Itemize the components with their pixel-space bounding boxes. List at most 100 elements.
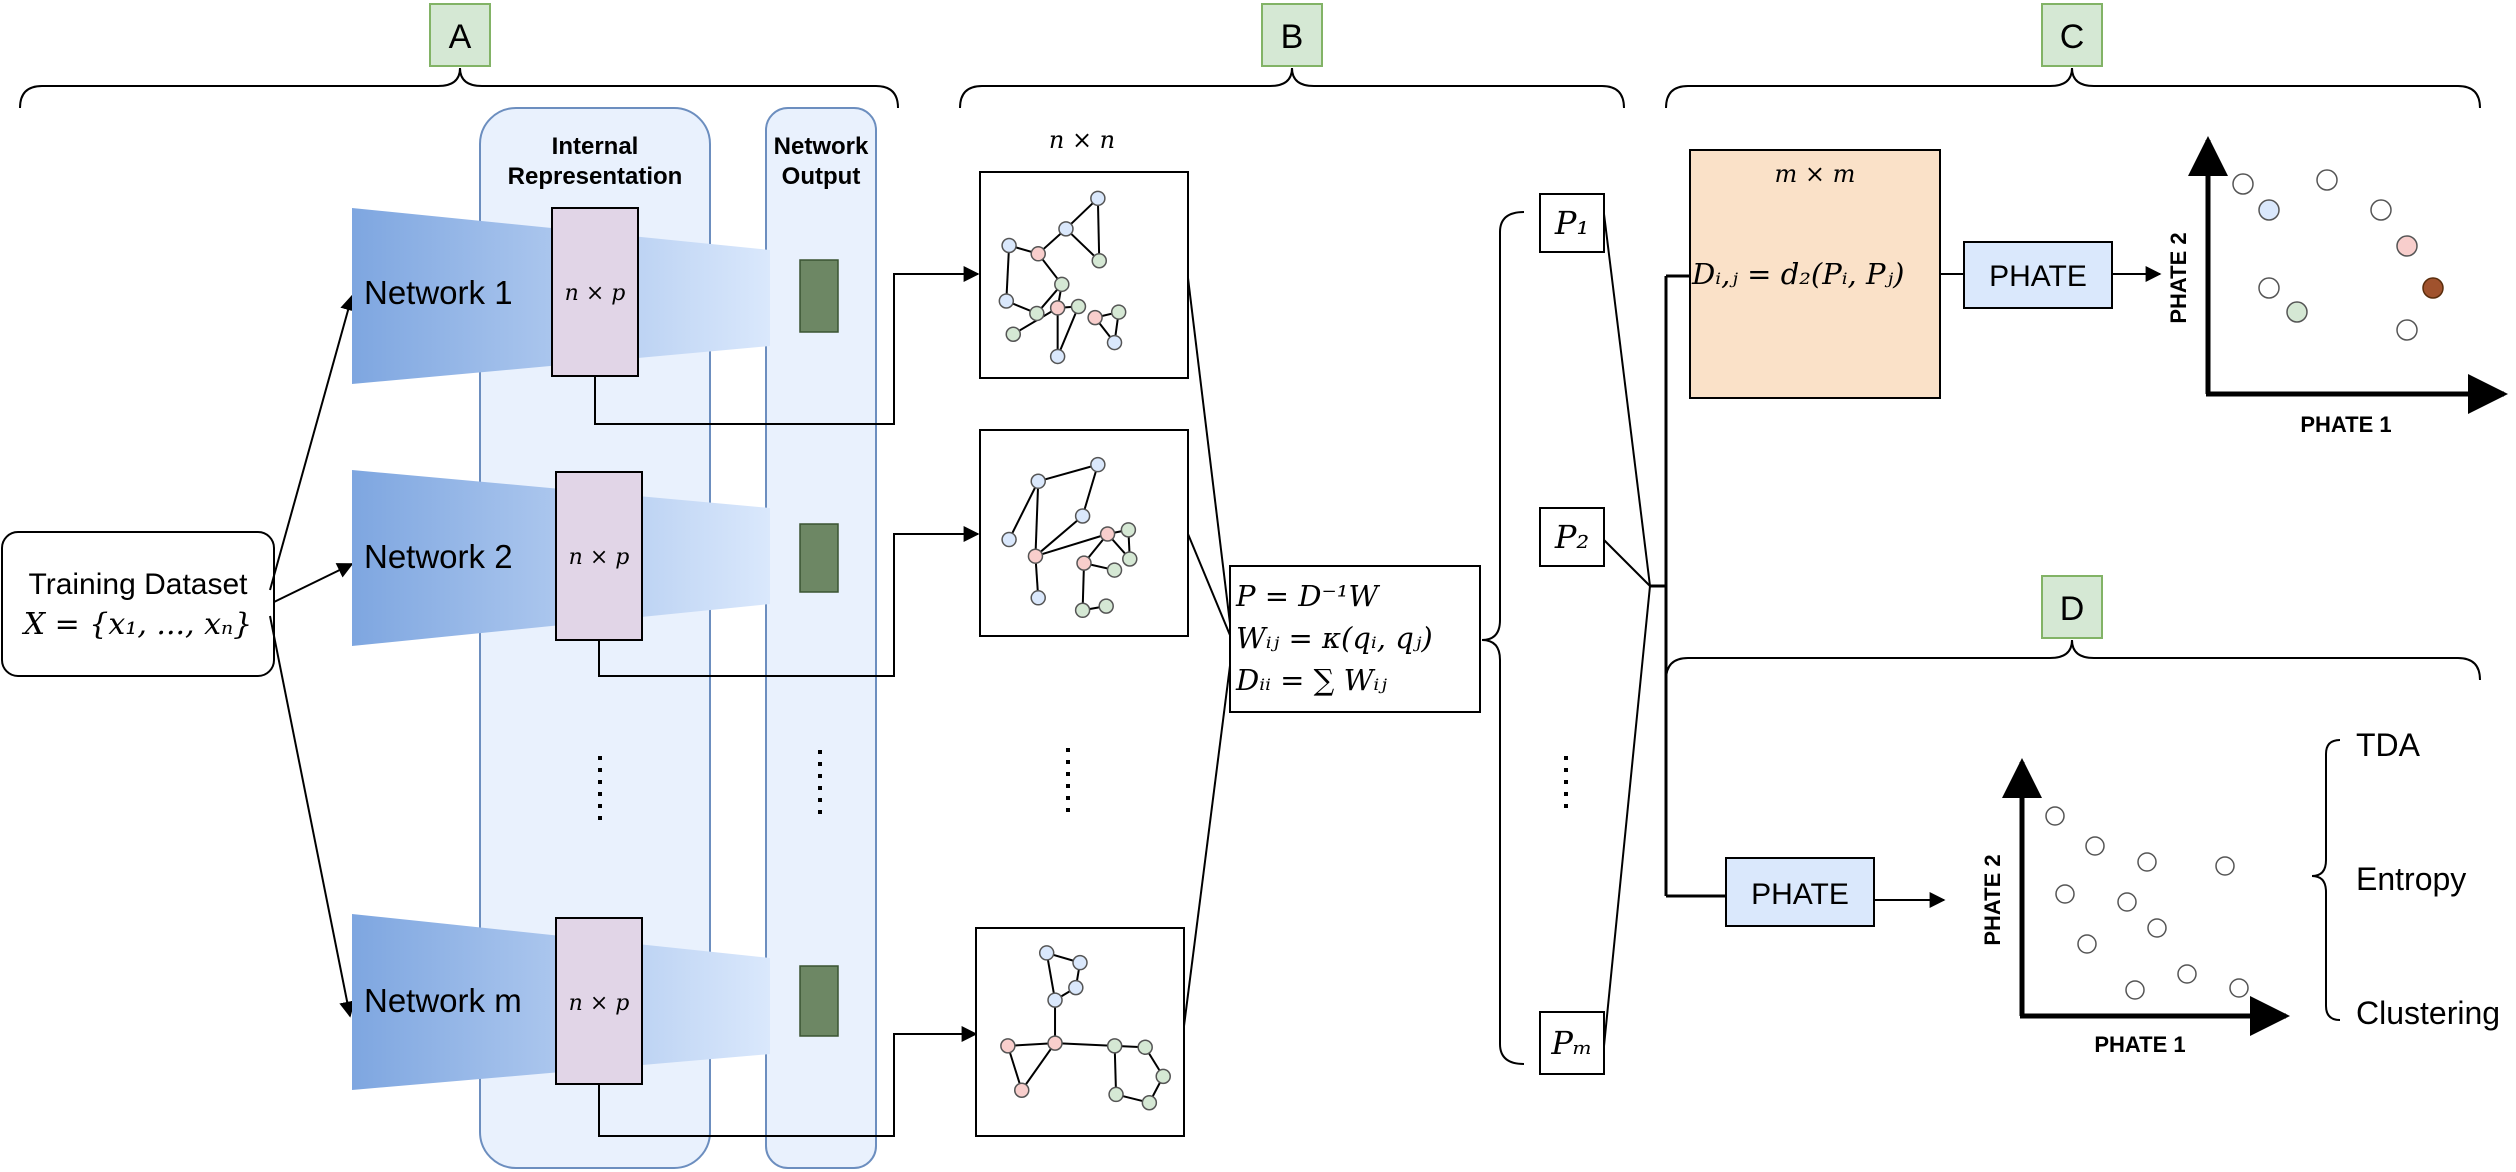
graph-2-node: [1098, 598, 1114, 614]
plot-d-point: [2137, 852, 2157, 872]
network-m-matrix-label: n × p: [569, 991, 630, 1016]
line-graph-1-equations: [1187, 277, 1233, 641]
output-label-line2: Output: [782, 163, 861, 190]
plot-d-point: [2147, 918, 2167, 938]
graph-2-node: [1001, 531, 1017, 548]
connector-matrix-2-graph-2: [598, 526, 980, 677]
graph-2-node: [1027, 548, 1044, 564]
graph-1-node: [1049, 300, 1066, 316]
graph-1-node: [1090, 190, 1106, 207]
plot-c-point: [2286, 301, 2308, 323]
plot-d-point: [2085, 836, 2105, 856]
network-m-matrix: [555, 917, 643, 1085]
network-1-output: [799, 259, 839, 333]
section-a-brace: [19, 67, 899, 109]
section-d-badge: [2041, 575, 2103, 639]
graph-2-node: [1106, 562, 1123, 578]
graph-3-node: [1013, 1082, 1030, 1099]
section-a-badge: [429, 3, 491, 67]
network-m-output: [799, 965, 839, 1037]
graph-2-edge: [1081, 563, 1085, 611]
graph-3-node: [1155, 1068, 1171, 1085]
section-c-badge: [2041, 3, 2103, 67]
graph-box-1: [979, 171, 1189, 379]
graph-1-node: [998, 293, 1015, 309]
graph-2-edge: [1037, 463, 1099, 483]
graph-1-node: [1029, 305, 1045, 322]
graph-3-edge: [1006, 1045, 1023, 1091]
graph-3-edge: [1045, 952, 1057, 1001]
p-box-2-label: P₂: [1554, 518, 1589, 556]
p-matrices-brace: [1481, 211, 1525, 1065]
graph-1-node: [1054, 276, 1070, 293]
plot-d-point: [2215, 856, 2235, 876]
graph-3-node: [1038, 945, 1055, 961]
graph-1-node: [1005, 326, 1022, 343]
internal-label-line2: Representation: [508, 163, 683, 190]
graph-1-edge: [1012, 307, 1059, 336]
graph-2-node: [1030, 590, 1046, 606]
graph-1-node: [1001, 237, 1017, 254]
connector-matrix-m-graph-m: [598, 1026, 978, 1137]
graph-3-node: [1137, 1039, 1153, 1056]
graph-1-node: [1106, 334, 1123, 351]
graph-3-edge: [1113, 1045, 1118, 1095]
graph-3-node: [1047, 1035, 1063, 1051]
equation-p: P = D⁻¹W: [1235, 579, 1380, 613]
graph-size-label: n × n: [1049, 126, 1115, 154]
plot-c-point: [2316, 169, 2338, 191]
graph-3-node: [1047, 992, 1063, 1008]
graph-2-edge: [1034, 481, 1040, 557]
graph-1-node: [1030, 246, 1046, 262]
graph-1-node: [1058, 221, 1074, 237]
graph-2-node: [1074, 508, 1091, 524]
network-2-label: Network 2: [364, 538, 513, 575]
graph-3-edge: [1007, 1042, 1056, 1047]
network-2-output: [799, 523, 839, 593]
line-p2-junction: [1603, 539, 1651, 587]
graph-1-node: [1070, 298, 1087, 315]
plot-d-point: [2177, 964, 2197, 984]
graph-3-node: [1106, 1038, 1123, 1054]
graph-3-node: [1000, 1038, 1016, 1054]
plot-d-points: [2045, 806, 2249, 1000]
line-graph-m-equations: [1183, 649, 1233, 1027]
graph-1-node: [1091, 252, 1108, 269]
graph-2-node: [1090, 456, 1106, 473]
p-box-m-label: Pₘ: [1550, 1024, 1592, 1062]
graph-1-node: [1110, 304, 1127, 320]
graph-2-edge: [1081, 464, 1099, 517]
plot-c-point: [2258, 199, 2280, 221]
graph-1-node: [1087, 309, 1103, 326]
section-a-label: A: [449, 18, 472, 56]
section-d-brace: [1665, 639, 2481, 681]
graph-2-node: [1074, 602, 1091, 619]
analysis-entropy: Entropy: [2356, 861, 2466, 897]
p-box-1-label: P₁: [1554, 204, 1589, 242]
plot-c-point: [2258, 277, 2280, 299]
analysis-clustering: Clustering: [2356, 995, 2500, 1031]
arrow-to-network-2: [273, 563, 354, 603]
graph-3-node: [1141, 1094, 1158, 1111]
graph-1-edge: [1005, 245, 1011, 302]
internal-label-line1: Internal: [552, 133, 639, 160]
plot-c-y-label: PHATE 2: [2166, 232, 2191, 323]
equation-box: [1229, 565, 1481, 713]
section-c-label: C: [2060, 18, 2085, 56]
graph-2-edge: [1034, 515, 1084, 557]
graph-2-edge: [1035, 533, 1108, 558]
plot-c-point: [2396, 319, 2418, 341]
distance-matrix-size: m × m: [1775, 160, 1856, 188]
plot-c-point: [2232, 173, 2254, 195]
distance-matrix-box: [1689, 149, 1941, 399]
graph-1-edge: [1096, 198, 1101, 261]
p-box-m: [1539, 1011, 1605, 1075]
arrow-to-network-1: [269, 294, 356, 591]
section-d-label: D: [2060, 590, 2085, 628]
graph-2-node: [1030, 473, 1046, 490]
network-1-matrix: [551, 207, 639, 377]
line-graph-2-equations: [1187, 533, 1233, 641]
section-b-badge: [1261, 3, 1323, 67]
plot-d-point: [2045, 806, 2065, 826]
